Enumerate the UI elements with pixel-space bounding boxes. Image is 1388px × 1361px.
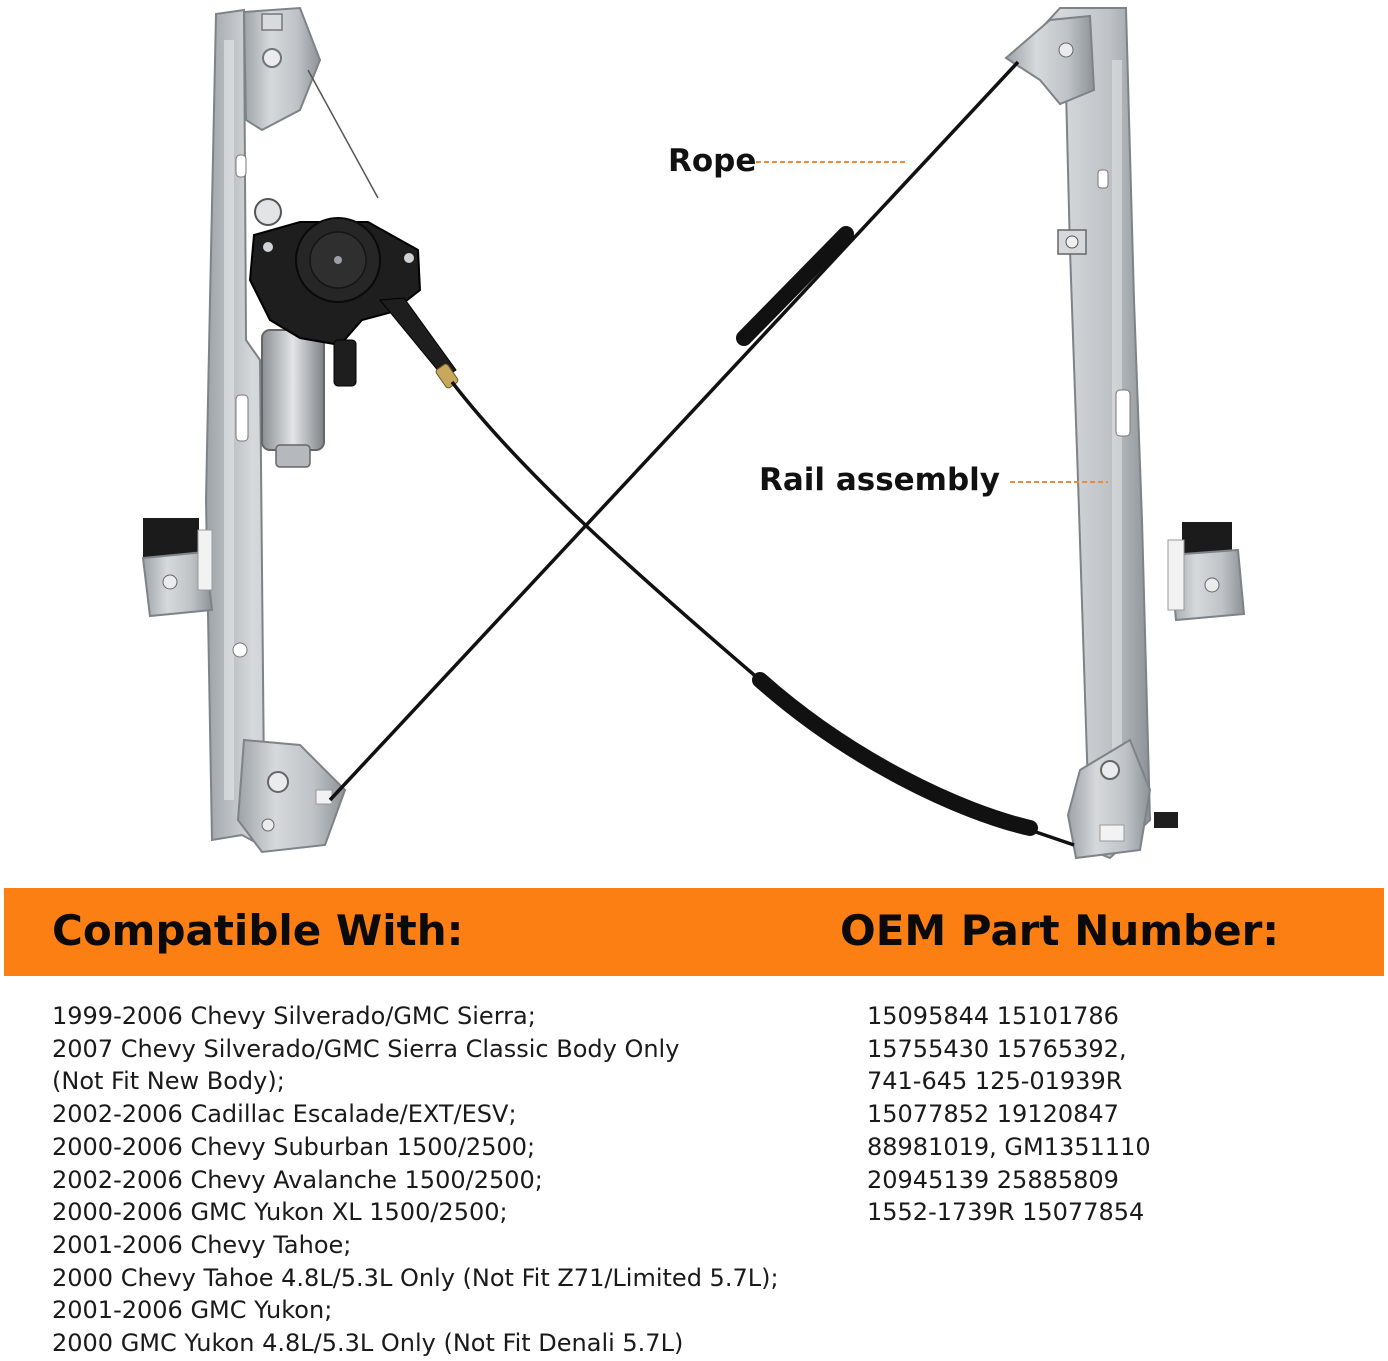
orange-banner: Compatible With: OEM Part Number: <box>4 888 1384 976</box>
oem-part-number-heading: OEM Part Number: <box>840 906 1280 955</box>
compatible-with-heading: Compatible With: <box>52 906 464 955</box>
list-item: 741-645 125-01939R <box>867 1067 1123 1096</box>
cables <box>328 60 1075 847</box>
list-item: 2000-2006 Chevy Suburban 1500/2500; <box>52 1132 536 1161</box>
window-regulator-illustration <box>141 6 1246 860</box>
rail-assembly-callout-label: Rail assembly <box>759 462 1001 498</box>
window-motor <box>248 217 459 468</box>
list-item: 2001-2006 Chevy Tahoe; <box>52 1230 352 1259</box>
list-item: 2000-2006 GMC Yukon XL 1500/2500; <box>52 1198 508 1227</box>
compatible-vehicles-list: 1999-2006 Chevy Silverado/GMC Sierra; 20… <box>52 1000 779 1360</box>
right-rail <box>1004 7 1246 860</box>
list-item: 2000 Chevy Tahoe 4.8L/5.3L Only (Not Fit… <box>52 1263 779 1292</box>
list-item: 2002-2006 Cadillac Escalade/EXT/ESV; <box>52 1100 517 1129</box>
rope-callout-label: Rope <box>668 143 757 179</box>
list-item: 2007 Chevy Silverado/GMC Sierra Classic … <box>52 1034 680 1063</box>
list-item: 2000 GMC Yukon 4.8L/5.3L Only (Not Fit D… <box>52 1329 684 1358</box>
left-rail <box>141 6 347 854</box>
list-item: 15755430 15765392, <box>867 1034 1127 1063</box>
list-item: 20945139 25885809 <box>867 1165 1119 1194</box>
left-thin-wire <box>307 69 379 199</box>
list-item: 88981019, GM1351110 <box>867 1132 1151 1161</box>
list-item: 15095844 15101786 <box>867 1002 1119 1030</box>
list-item: 2001-2006 GMC Yukon; <box>52 1296 333 1325</box>
oem-part-numbers-list: 15095844 15101786 15755430 15765392, 741… <box>867 1000 1151 1229</box>
list-item: 2002-2006 Chevy Avalanche 1500/2500; <box>52 1165 543 1194</box>
list-item: 1999-2006 Chevy Silverado/GMC Sierra; <box>52 1002 536 1030</box>
list-item: 15077852 19120847 <box>867 1100 1119 1129</box>
list-item: 1552-1739R 15077854 <box>867 1198 1145 1227</box>
list-item: (Not Fit New Body); <box>52 1067 285 1096</box>
